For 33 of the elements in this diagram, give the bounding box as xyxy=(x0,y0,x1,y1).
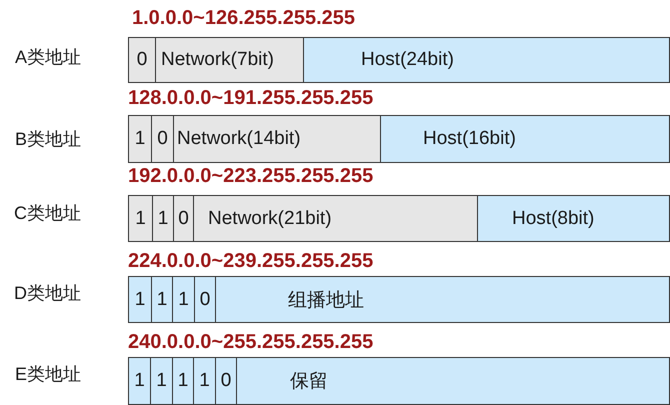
class-label: B类地址 xyxy=(15,128,82,151)
bit-cell: 0 xyxy=(194,276,216,323)
bit-cell: 1 xyxy=(150,357,173,405)
address-range: 240.0.0.0~255.255.255.255 xyxy=(128,330,374,354)
field-cell: 保留 xyxy=(236,357,670,405)
class-label: E类地址 xyxy=(15,363,82,386)
bit-cell: 1 xyxy=(128,195,153,242)
bit-cell: 1 xyxy=(151,276,173,323)
field-cell: Network(21bit) xyxy=(193,195,478,242)
class-label: C类地址 xyxy=(14,202,81,225)
address-range: 1.0.0.0~126.255.255.255 xyxy=(132,6,355,30)
bit-cell: 1 xyxy=(172,357,194,405)
field-cell: Host(8bit) xyxy=(477,195,670,242)
bit-cell: 1 xyxy=(128,115,152,163)
bit-cell: 1 xyxy=(128,276,152,323)
bit-cell: 1 xyxy=(128,357,151,405)
field-cell: Host(16bit) xyxy=(380,115,670,163)
class-label: A类地址 xyxy=(15,46,82,69)
bit-cell: 1 xyxy=(193,357,216,405)
field-cell: Network(7bit) xyxy=(155,37,304,83)
field-cell: Host(24bit) xyxy=(303,37,670,83)
address-range: 224.0.0.0~239.255.255.255 xyxy=(128,249,374,273)
field-cell: Network(14bit) xyxy=(173,115,381,163)
field-cell: 组播地址 xyxy=(215,276,670,323)
bit-cell: 0 xyxy=(128,37,156,83)
bit-cell: 1 xyxy=(152,195,174,242)
bit-cell: 0 xyxy=(151,115,174,163)
bit-cell: 0 xyxy=(173,195,194,242)
bit-cell: 1 xyxy=(172,276,195,323)
class-label: D类地址 xyxy=(14,282,81,305)
address-range: 128.0.0.0~191.255.255.255 xyxy=(128,86,374,110)
bit-cell: 0 xyxy=(215,357,237,405)
address-range: 192.0.0.0~223.255.255.255 xyxy=(128,164,374,188)
